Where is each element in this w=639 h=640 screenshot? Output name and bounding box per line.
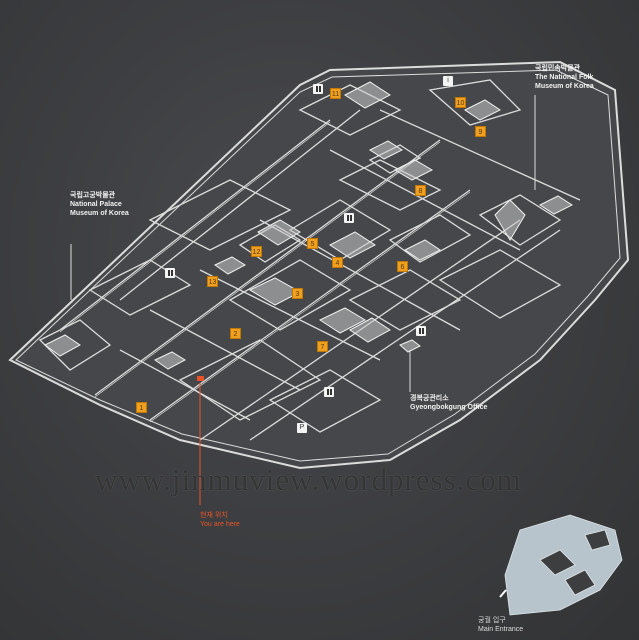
palace-museum-ko: 국립고궁박물관 bbox=[70, 192, 116, 199]
marker-1[interactable]: 1 bbox=[136, 402, 147, 413]
buildings bbox=[44, 81, 574, 370]
minimap bbox=[504, 514, 623, 616]
marker-6[interactable]: 6 bbox=[397, 261, 408, 272]
main-entrance-en: Main Entrance bbox=[478, 626, 524, 633]
folk-museum-ko: 국립민속박물관 bbox=[535, 65, 581, 72]
marker-9[interactable]: 9 bbox=[475, 126, 486, 137]
palace-museum-en2: Museum of Korea bbox=[70, 210, 129, 217]
office-label: 경복궁관리소 Gyeongbokgung Office bbox=[410, 394, 487, 412]
folk-museum-en1: The National Folk bbox=[535, 74, 594, 81]
marker-11[interactable]: 11 bbox=[330, 88, 341, 99]
you-are-here-ko: 현재 위치 bbox=[200, 512, 228, 519]
office-ko: 경복궁관리소 bbox=[410, 395, 449, 402]
marker-8[interactable]: 8 bbox=[415, 185, 426, 196]
watermark: www.jinmuview.wordpress.com bbox=[95, 462, 522, 497]
marker-7[interactable]: 7 bbox=[317, 341, 328, 352]
restroom-icon bbox=[324, 387, 334, 397]
restroom-icon bbox=[313, 84, 323, 94]
restroom-icon bbox=[344, 213, 354, 223]
you-are-here-en: You are here bbox=[200, 521, 240, 528]
palace-museum-label: 국립고궁박물관 National Palace Museum of Korea bbox=[70, 191, 129, 218]
you-are-here-label: 현재 위치 You are here bbox=[200, 511, 240, 529]
folk-museum-label: 국립민속박물관 The National Folk Museum of Kore… bbox=[535, 64, 594, 91]
marker-3[interactable]: 3 bbox=[292, 288, 303, 299]
marker-12[interactable]: 12 bbox=[251, 246, 262, 257]
parking-icon: P bbox=[297, 423, 307, 433]
palace-museum-en1: National Palace bbox=[70, 201, 122, 208]
info-icon: i bbox=[443, 76, 453, 86]
folk-museum-en2: Museum of Korea bbox=[535, 83, 594, 90]
office-en: Gyeongbokgung Office bbox=[410, 404, 488, 411]
marker-5[interactable]: 5 bbox=[307, 238, 318, 249]
restroom-icon bbox=[165, 268, 175, 278]
marker-10[interactable]: 10 bbox=[455, 97, 466, 108]
main-entrance-label: 궁궐 입구 Main Entrance bbox=[478, 616, 523, 634]
marker-2[interactable]: 2 bbox=[230, 328, 241, 339]
main-entrance-ko: 궁궐 입구 bbox=[478, 617, 506, 624]
marker-13[interactable]: 13 bbox=[207, 276, 218, 287]
marker-4[interactable]: 4 bbox=[332, 257, 343, 268]
restroom-icon bbox=[416, 326, 426, 336]
